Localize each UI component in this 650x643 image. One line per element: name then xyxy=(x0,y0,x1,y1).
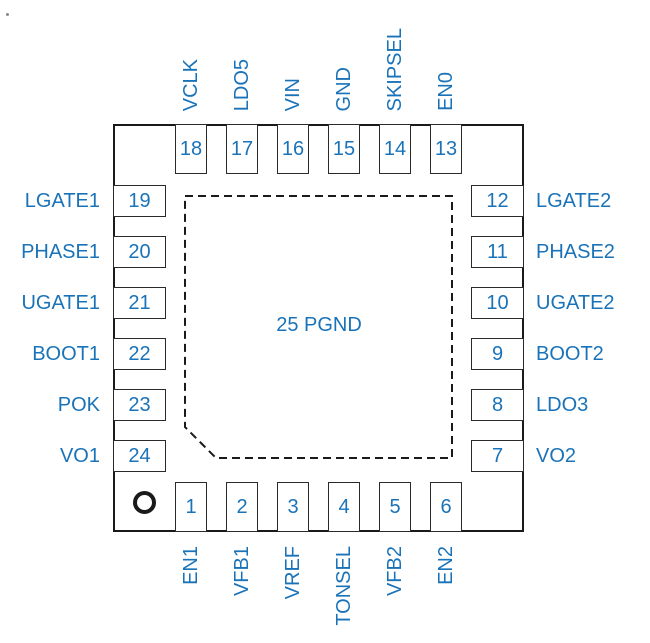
pin-5-label: VFB2 xyxy=(384,546,406,597)
pin-13-label: EN0 xyxy=(435,72,457,111)
pin-2-number: 2 xyxy=(236,495,248,518)
stray-dot xyxy=(6,13,9,16)
pin-13-box: 13 xyxy=(430,124,462,174)
pin-15-number: 15 xyxy=(332,137,356,160)
pin-23-number: 23 xyxy=(128,393,151,416)
pin-12-box: 12 xyxy=(471,185,524,217)
pin-24-label: VO1 xyxy=(59,445,100,467)
pin-21-label: UGATE1 xyxy=(21,292,100,314)
pin-8-box: 8 xyxy=(471,389,524,421)
pin-14-label: SKIPSEL xyxy=(384,27,406,111)
pin-1-label: EN1 xyxy=(180,546,202,585)
pin-9-number: 9 xyxy=(491,342,504,365)
pin-2-box: 2 xyxy=(226,482,258,532)
pin-3-number: 3 xyxy=(287,495,299,518)
pin-9-box: 9 xyxy=(471,338,524,370)
pin-12-label: LGATE2 xyxy=(536,190,612,212)
pin-11-label: PHASE2 xyxy=(536,241,615,263)
pin-15-box: 15 xyxy=(328,124,360,174)
pin-24-box: 24 xyxy=(113,440,166,472)
pin-6-label: EN2 xyxy=(435,546,457,585)
pin-10-label: UGATE2 xyxy=(536,292,615,314)
pin-4-label: TONSEL xyxy=(333,546,355,626)
pin-19-number: 19 xyxy=(128,189,151,212)
pin-7-number: 7 xyxy=(491,444,504,467)
pin-22-number: 22 xyxy=(128,342,151,365)
pin-13-number: 13 xyxy=(434,137,458,160)
pin-7-box: 7 xyxy=(471,440,524,472)
pin-8-number: 8 xyxy=(491,393,504,416)
pin-16-label: VIN xyxy=(282,77,304,111)
pin-11-box: 11 xyxy=(471,236,524,268)
pin-5-number: 5 xyxy=(389,495,401,518)
pin-17-box: 17 xyxy=(226,124,258,174)
pin-11-number: 11 xyxy=(487,240,508,263)
pin-1-number: 1 xyxy=(185,495,197,518)
pin-3-box: 3 xyxy=(277,482,309,532)
pin-6-number: 6 xyxy=(440,495,452,518)
pin-20-number: 20 xyxy=(128,240,151,263)
pin-16-number: 16 xyxy=(281,137,305,160)
pin-18-number: 18 xyxy=(179,137,203,160)
pin-7-label: VO2 xyxy=(536,445,577,467)
pin-2-label: VFB1 xyxy=(231,546,253,597)
pin-12-number: 12 xyxy=(486,189,509,212)
pin-18-box: 18 xyxy=(175,124,207,174)
thermal-pad-label: 25 PGND xyxy=(276,314,362,336)
pin-22-label: BOOT1 xyxy=(32,343,100,365)
pin-9-label: BOOT2 xyxy=(536,343,604,365)
pin-17-label: LDO5 xyxy=(231,58,253,111)
pin-14-box: 14 xyxy=(379,124,411,174)
pin-5-box: 5 xyxy=(379,482,411,532)
pin-14-number: 14 xyxy=(383,137,407,160)
pin-3-label: VREF xyxy=(282,546,304,600)
pin-24-number: 24 xyxy=(128,444,151,467)
pin-4-number: 4 xyxy=(338,495,350,518)
pin-21-number: 21 xyxy=(128,291,151,314)
pin-23-label: POK xyxy=(57,394,100,416)
pin-1-box: 1 xyxy=(175,482,207,532)
pin-16-box: 16 xyxy=(277,124,309,174)
pin1-indicator-icon xyxy=(133,491,156,514)
pin-10-number: 10 xyxy=(486,291,509,314)
pin-21-box: 21 xyxy=(113,287,166,319)
package-outline xyxy=(113,124,524,532)
pin-10-box: 10 xyxy=(471,287,524,319)
pin-20-label: PHASE1 xyxy=(21,241,100,263)
pin-17-number: 17 xyxy=(230,137,254,160)
pin-20-box: 20 xyxy=(113,236,166,268)
pin-22-box: 22 xyxy=(113,338,166,370)
pin-19-label: LGATE1 xyxy=(24,190,100,212)
pin-15-label: GND xyxy=(333,66,355,111)
pin-23-box: 23 xyxy=(113,389,166,421)
pin-8-label: LDO3 xyxy=(536,394,589,416)
pin-4-box: 4 xyxy=(328,482,360,532)
pin-6-box: 6 xyxy=(430,482,462,532)
pin-19-box: 19 xyxy=(113,185,166,217)
pin-18-label: VCLK xyxy=(180,58,202,111)
